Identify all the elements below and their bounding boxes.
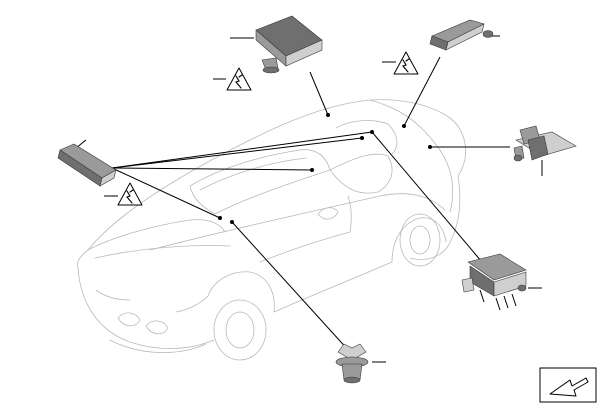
car-outline [77, 99, 466, 361]
dot-a-pillar [218, 216, 222, 220]
sensor-holder[interactable] [461, 253, 527, 311]
expanding-rivet[interactable] [335, 343, 369, 384]
next-page-arrow-icon[interactable] [539, 367, 597, 403]
leader-lines [75, 35, 543, 363]
attachment-dots [218, 113, 432, 224]
dot-windshield [310, 168, 314, 172]
dot-rear-deck [428, 145, 432, 149]
sensor-left[interactable] [57, 143, 117, 187]
electrostatic-warning-icon [226, 67, 252, 91]
control-unit-module[interactable] [255, 15, 323, 74]
dot-door [230, 220, 234, 224]
bracket-sensor[interactable] [513, 125, 577, 162]
dot-center-upper [370, 130, 374, 134]
sensor-upper-right[interactable] [429, 19, 494, 51]
electrostatic-warning-icon [117, 182, 143, 206]
dot-roof-front [326, 113, 330, 117]
electrostatic-warning-icon [393, 51, 419, 75]
dot-center [360, 136, 364, 140]
dot-roof-rear [402, 124, 406, 128]
